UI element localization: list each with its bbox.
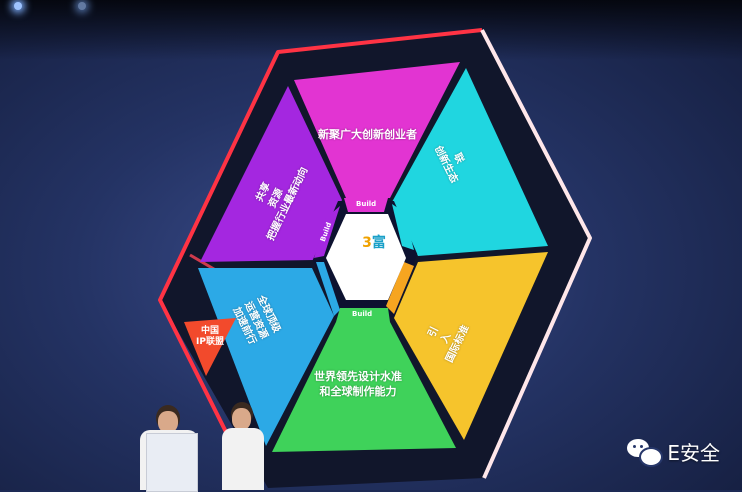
presenter-right-face	[232, 408, 251, 430]
stage-light	[78, 2, 86, 10]
inner-label-top: Build	[356, 200, 377, 208]
inner-tab-upper-right	[392, 204, 414, 250]
watermark-text: E安全	[667, 441, 720, 465]
presenter-right-shirt	[222, 428, 264, 490]
presenter-left-face	[158, 411, 178, 433]
inner-tab-upper-left	[314, 206, 340, 258]
segment-bottom	[272, 322, 456, 452]
segment-bottom-text: 世界领先设计水准 和全球制作能力	[314, 370, 402, 398]
segment-lower-right	[394, 252, 548, 440]
segment-upper-left	[200, 86, 342, 262]
presentation-board	[146, 433, 198, 492]
center-logo: 3富	[362, 235, 386, 251]
segment-lower-left	[198, 268, 334, 446]
inner-tab-top	[344, 198, 388, 212]
screen-outline-white	[480, 29, 592, 479]
side-badge-text: 中国 IP联盟	[196, 326, 224, 348]
center-hexagon	[326, 214, 406, 300]
segment-top-text: 新聚广大创新创业者	[318, 128, 417, 141]
wechat-icon	[627, 438, 664, 467]
side-badge-shape	[184, 318, 236, 376]
inner-tab-bottom	[336, 308, 390, 322]
inner-label-bottom: Build	[352, 310, 373, 318]
segment-top	[294, 62, 460, 198]
screen-outline-red	[158, 28, 483, 481]
inner-tab-lower-right	[386, 262, 414, 314]
inner-tab-lower-left	[316, 262, 340, 316]
segment-upper-right	[392, 68, 548, 256]
stage-light	[14, 2, 22, 10]
watermark: E安全	[627, 437, 720, 467]
